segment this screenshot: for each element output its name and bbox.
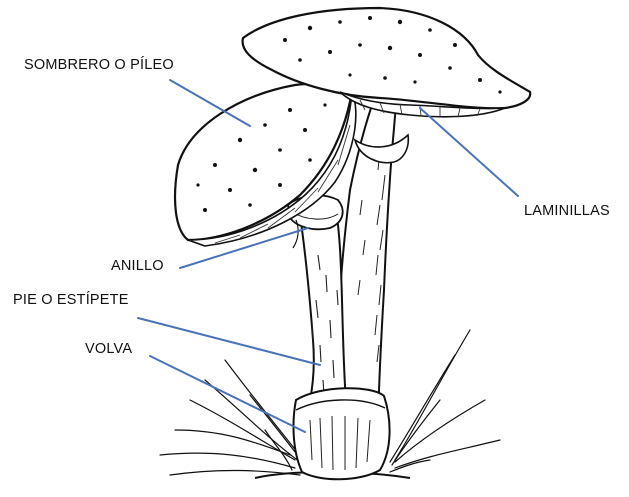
leader-line-laminillas (420, 108, 518, 196)
label-pie: PIE O ESTÍPETE (13, 292, 129, 308)
front-stem (288, 195, 346, 402)
label-anillo: ANILLO (111, 258, 164, 274)
label-laminillas: LAMINILLAS (524, 203, 610, 219)
label-sombrero: SOMBRERO O PÍLEO (24, 57, 174, 73)
volva (294, 388, 390, 479)
label-volva: VOLVA (85, 341, 132, 357)
leader-line-pie (138, 318, 320, 365)
